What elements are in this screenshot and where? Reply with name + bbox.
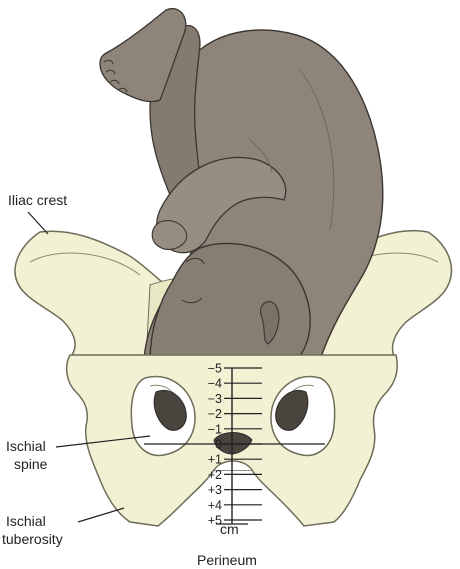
fetus-foot: [99, 8, 187, 103]
station-label: −4: [208, 377, 222, 391]
station-label: +2: [208, 468, 222, 482]
station-label: −5: [208, 362, 222, 376]
right-ischial-spine-pad: [275, 390, 309, 431]
left-ilium: [14, 230, 163, 361]
fetus-hand: [151, 220, 188, 250]
station-scale: −5−4−3−2−1 0+1+2+3+4 +5: [144, 362, 325, 528]
fetus-ear: [260, 301, 280, 345]
ischial-tuberosity-leader: [77, 507, 125, 523]
station-label: +4: [208, 498, 222, 512]
station-label: −1: [208, 422, 222, 436]
station-label: 0: [215, 438, 222, 452]
left-ischial-spine-pad: [153, 390, 187, 431]
perineum-label: Perineum: [197, 552, 257, 568]
ischial-spine-label-line1: Ischial: [6, 438, 46, 454]
station-label: +1: [208, 453, 222, 467]
unit-label: cm: [220, 521, 239, 537]
iliac-crest-leader: [27, 211, 49, 235]
station-label: +3: [208, 483, 222, 497]
station-label: +5: [208, 514, 222, 528]
iliac-crest-label: Iliac crest: [8, 192, 67, 208]
fetus: [99, 8, 384, 361]
pubic-symphysis: [213, 432, 253, 455]
ischial-tuberosity-label-line2: tuberosity: [2, 531, 63, 547]
ischial-spine-label-line2: spine: [14, 456, 48, 472]
ischial-spine-leader: [55, 435, 151, 448]
station-label: −2: [208, 407, 222, 421]
ischial-tuberosity-label-line1: Ischial: [6, 513, 46, 529]
station-label: −3: [208, 392, 222, 406]
